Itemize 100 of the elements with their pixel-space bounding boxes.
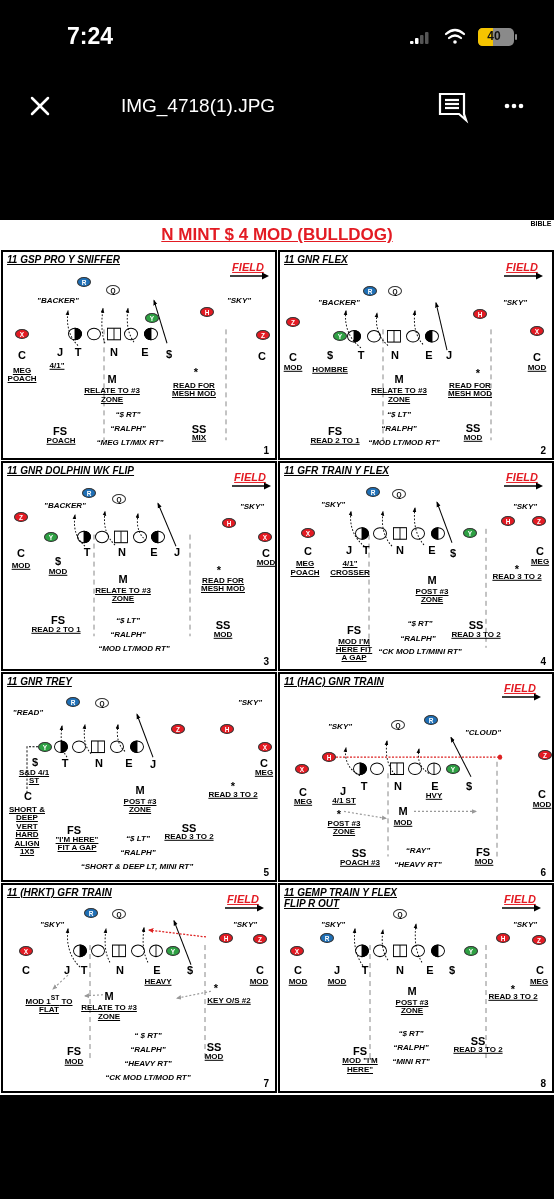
position-letter: M <box>107 373 117 386</box>
assignment-note: READ 3 TO 2 <box>208 791 258 800</box>
assignment-note: MOD <box>11 561 31 570</box>
position-letter: SS <box>191 422 207 435</box>
position-letter: SS <box>215 618 231 631</box>
assignment-note: MOD <box>48 567 68 576</box>
call-text: “RALPH” <box>381 424 417 434</box>
position-letter: C <box>299 785 307 798</box>
position-letter: J <box>445 348 453 361</box>
play-title: 11 (HRKT) GFR TRAIN <box>7 887 112 898</box>
position-letter: E <box>431 780 439 793</box>
assignment-note: S&D 4/1 ST <box>18 769 50 786</box>
assignment-note: HVY <box>425 792 443 801</box>
position-letter: C <box>262 547 270 560</box>
position-letter: $ <box>165 347 173 360</box>
position-letter: N <box>391 348 399 361</box>
position-letter: FS <box>50 614 66 627</box>
field-label: FIELD <box>506 470 538 483</box>
alignment-call: "SKY" <box>513 921 537 930</box>
assignment-note: MEG <box>530 558 550 567</box>
position-letter: $ <box>465 780 473 793</box>
position-letter: FS <box>475 845 491 858</box>
assignment-note: READ FOR MESH MOD <box>171 381 217 399</box>
position-letter: * <box>336 807 342 820</box>
assignment-note: SHORT & DEEP VERT HARD ALIGN 1X5 <box>9 805 45 857</box>
position-letter: E <box>153 964 161 977</box>
position-letter: J <box>173 545 181 558</box>
position-letter: J <box>56 346 64 359</box>
assignment-note: POST #3 ZONE <box>326 819 362 837</box>
call-text: “MEG LT/MIX RT” <box>96 438 164 447</box>
position-letter: N <box>396 543 404 556</box>
play-panel <box>1 672 277 882</box>
alignment-call: "SKY" <box>503 298 527 308</box>
position-letter: M <box>398 805 408 818</box>
alignment-call: "READ" <box>12 708 44 718</box>
call-text: “$ LT” <box>116 616 140 626</box>
call-text: “HEAVY RT” <box>394 860 442 869</box>
time-text: 7:24 <box>67 24 113 50</box>
assignment-note: POST #3 ZONE <box>122 797 158 815</box>
assignment-note: MEG <box>293 798 313 807</box>
field-label: FIELD <box>234 470 266 483</box>
position-letter: C <box>22 964 30 977</box>
position-letter: * <box>510 982 516 995</box>
position-letter: * <box>213 981 219 994</box>
play-title: 11 GFR TRAIN Y FLEX <box>284 465 390 476</box>
call-text: “$ LT” <box>387 410 411 420</box>
call-text: “MOD LT/MOD RT” <box>98 644 170 654</box>
position-letter: C <box>18 348 26 361</box>
call-text: “MINI RT” <box>392 1057 430 1067</box>
play-number: 8 <box>540 1078 546 1089</box>
call-text: “RAY” <box>405 846 431 856</box>
alignment-call: "BACKER" <box>44 501 86 511</box>
position-letter: SS <box>470 1034 486 1047</box>
position-letter: * <box>216 564 222 577</box>
assignment-note: HOMBRE <box>312 365 348 374</box>
position-letter: C <box>536 544 544 557</box>
call-text: “RALPH” <box>130 1045 166 1055</box>
call-text: “RALPH” <box>400 634 436 643</box>
assignment-note: MOD <box>474 858 494 867</box>
alignment-call: "SKY" <box>240 502 264 512</box>
assignment-note: MOD <box>213 630 233 640</box>
position-letter: SS <box>181 821 197 834</box>
position-letter: FS <box>327 424 343 438</box>
play-panel <box>1 883 277 1093</box>
assignment-note: MOD I'M HERE FIT A GAP <box>334 637 374 663</box>
position-letter: SS <box>206 1040 222 1053</box>
assignment-note: MOD <box>256 559 276 568</box>
call-text: “$ RT” <box>407 619 433 628</box>
play-panel <box>278 883 554 1093</box>
call-text: “ $ RT” <box>134 1031 162 1041</box>
play-number: 2 <box>540 445 546 456</box>
play-panel <box>278 250 554 460</box>
alignment-call: "BACKER" <box>318 298 360 308</box>
position-letter: T <box>61 756 69 769</box>
assignment-note: RELATE TO #3 ZONE <box>94 586 152 604</box>
position-letter: N <box>394 780 402 793</box>
assignment-note: 4/1" <box>49 362 65 371</box>
position-letter: * <box>230 780 236 792</box>
position-letter: SS <box>468 618 484 631</box>
play-title: 11 (HAC) GNR TRAIN <box>284 676 384 687</box>
position-letter: J <box>339 784 347 797</box>
play-panel <box>1 250 277 460</box>
assignment-note: "I'M HERE" FIT A GAP <box>54 836 100 853</box>
position-letter: T <box>357 348 365 361</box>
position-letter: T <box>74 346 82 359</box>
position-letter: E <box>426 964 434 977</box>
position-letter: M <box>118 572 128 585</box>
call-text: “$ LT” <box>126 834 150 844</box>
alignment-call: "BACKER" <box>37 296 79 305</box>
assignment-note: POST #3 ZONE <box>394 998 430 1016</box>
assignment-note: POST #3 ZONE <box>414 588 450 605</box>
call-text: “SHORT & DEEP LT, MINI RT” <box>80 862 194 872</box>
position-letter: E <box>428 543 436 556</box>
position-letter: * <box>193 366 199 379</box>
position-letter: J <box>63 964 71 977</box>
position-letter: C <box>304 544 312 557</box>
assignment-note: RELATE TO #3 ZONE <box>80 1004 138 1022</box>
assignment-note: READ 3 TO 2 <box>488 992 538 1002</box>
position-letter: C <box>17 547 25 560</box>
position-letter: M <box>135 783 145 796</box>
